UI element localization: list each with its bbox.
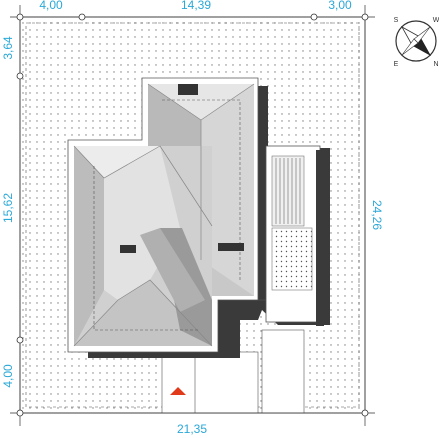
compass-icon <box>395 20 437 62</box>
roof-lower-center-face <box>104 146 180 300</box>
dim-left-top: 3,64 <box>1 36 15 60</box>
roof-ridge-diag <box>159 145 213 227</box>
roof-ridge-hip <box>73 145 161 179</box>
dim-right: 24,26 <box>370 200 384 230</box>
annex-shadow-right <box>316 150 324 326</box>
chimney-top <box>178 84 198 95</box>
dimension-ticks <box>16 13 369 417</box>
compass-south: S <box>394 17 399 24</box>
pergola-slats <box>275 158 301 224</box>
dim-left-middle: 15,62 <box>1 193 15 223</box>
compass-north: N <box>433 61 438 68</box>
dim-top-left: 4,00 <box>39 0 63 12</box>
roof-ridge-light <box>140 228 205 312</box>
roof-ridge-lower <box>73 279 213 347</box>
roof-lower-north-face <box>74 146 160 178</box>
roof-upper-north-face <box>148 84 254 120</box>
annex-gravel <box>271 227 313 291</box>
dim-bottom: 21,35 <box>177 422 207 436</box>
wall-dashed-upper <box>162 99 241 280</box>
dim-left-bottom: 4,00 <box>1 364 15 388</box>
driveway <box>161 351 259 414</box>
chimney-left <box>120 245 136 253</box>
chimney-right <box>218 243 244 251</box>
compass-east: E <box>394 61 399 68</box>
roof-lower-south-face <box>74 280 212 346</box>
entrance-marker <box>170 387 186 395</box>
dim-top-middle: 14,39 <box>181 0 211 12</box>
side-path <box>261 329 305 414</box>
compass-west: W <box>433 17 439 24</box>
roof-lower-west-face <box>74 146 104 346</box>
dim-top-right: 3,00 <box>328 0 352 12</box>
